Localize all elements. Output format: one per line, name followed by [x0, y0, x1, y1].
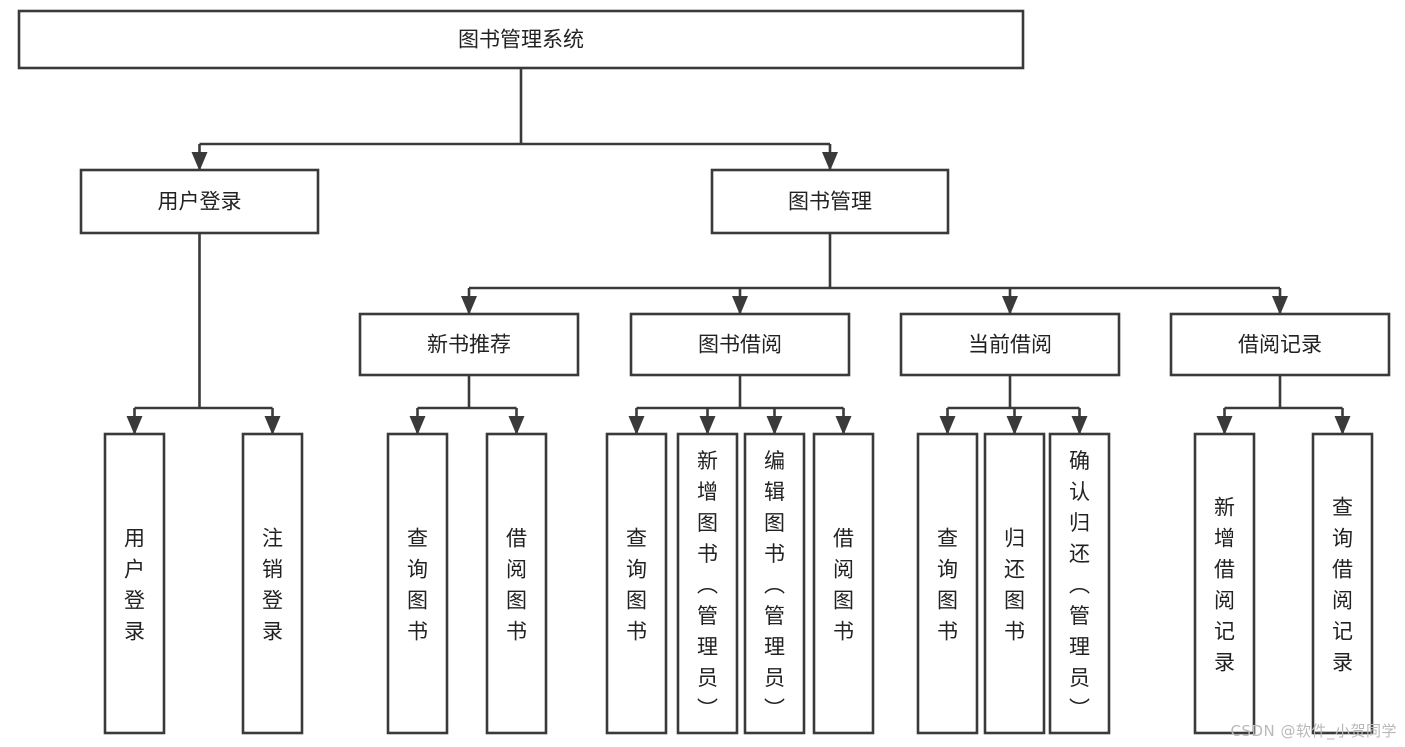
node-box-leaf-logout [241, 432, 304, 735]
arrow-head-icon-book-borrow [732, 296, 748, 315]
node-leaf-query-book-borrow[interactable]: 查询图书 [605, 432, 668, 735]
node-box-leaf-add-record [1193, 432, 1256, 735]
node-leaf-edit-book[interactable]: 编辑图书︵管理员︶ [743, 432, 806, 735]
node-leaf-return-book[interactable]: 归还图书 [983, 432, 1046, 735]
node-box-leaf-borrow-book-rec [485, 432, 548, 735]
node-leaf-logout[interactable]: 注销登录 [241, 432, 304, 735]
arrow-head-icon-leaf-user-login [126, 416, 143, 435]
node-book-borrow[interactable]: 图书借阅 [629, 312, 851, 377]
node-box-leaf-query-book-cur [916, 432, 979, 735]
arrow-head-icon-leaf-return-book [1006, 416, 1023, 435]
node-label-user-login: 用户登录 [158, 190, 242, 214]
node-label-leaf-edit-book: 编辑图书︵管理员︶ [764, 449, 785, 721]
node-box-leaf-add-book [676, 432, 739, 735]
node-label-book-borrow: 图书借阅 [698, 333, 782, 357]
node-leaf-add-book[interactable]: 新增图书︵管理员︶ [676, 432, 739, 735]
arrow-head-icon-current-borrow [1002, 296, 1018, 315]
arrow-head-icon-leaf-add-record [1216, 416, 1233, 435]
node-label-leaf-query-book-borrow: 查询图书 [626, 527, 647, 644]
node-leaf-confirm-return[interactable]: 确认归还︵管理员︶ [1048, 432, 1111, 735]
node-new-book-rec[interactable]: 新书推荐 [358, 312, 580, 377]
node-box-leaf-edit-book [743, 432, 806, 735]
node-box-leaf-confirm-return [1048, 432, 1111, 735]
node-box-root [17, 9, 1025, 70]
node-label-leaf-user-login: 用户登录 [124, 527, 145, 644]
node-label-leaf-return-book: 归还图书 [1004, 527, 1025, 644]
node-box-leaf-query-book-borrow [605, 432, 668, 735]
node-root[interactable]: 图书管理系统 [17, 9, 1025, 70]
node-label-leaf-borrow-book-rec: 借阅图书 [506, 527, 527, 644]
node-leaf-borrow-book[interactable]: 借阅图书 [812, 432, 875, 735]
arrow-head-icon-user-login [191, 152, 208, 171]
arrow-head-icon-book-manage [822, 152, 838, 171]
node-label-root: 图书管理系统 [458, 28, 584, 52]
node-label-leaf-logout: 注销登录 [262, 527, 283, 644]
node-label-book-manage: 图书管理 [788, 190, 872, 214]
node-leaf-query-book-cur[interactable]: 查询图书 [916, 432, 979, 735]
node-box-leaf-return-book [983, 432, 1046, 735]
node-label-leaf-add-book: 新增图书︵管理员︶ [697, 449, 718, 721]
node-label-borrow-record: 借阅记录 [1238, 333, 1322, 357]
node-leaf-query-book-rec[interactable]: 查询图书 [386, 432, 449, 735]
node-label-leaf-query-record: 查询借阅记录 [1332, 496, 1353, 675]
node-box-user-login [79, 168, 320, 235]
arrow-head-icon-leaf-query-book-rec [409, 416, 426, 435]
arrow-head-icon-leaf-query-book-cur [939, 416, 956, 435]
node-borrow-record[interactable]: 借阅记录 [1169, 312, 1391, 377]
node-box-leaf-query-record [1311, 432, 1374, 735]
node-leaf-user-login[interactable]: 用户登录 [103, 432, 166, 735]
node-label-current-borrow: 当前借阅 [968, 333, 1052, 357]
node-box-book-manage [710, 168, 950, 235]
arrow-head-icon-leaf-borrow-book-rec [508, 416, 525, 435]
node-box-current-borrow [899, 312, 1121, 377]
node-label-new-book-rec: 新书推荐 [427, 333, 511, 357]
arrow-head-icon-leaf-query-record [1334, 416, 1351, 435]
arrow-head-icon-leaf-confirm-return [1071, 416, 1088, 435]
node-label-leaf-add-record: 新增借阅记录 [1214, 496, 1235, 675]
node-user-login[interactable]: 用户登录 [79, 168, 320, 235]
node-box-leaf-borrow-book [812, 432, 875, 735]
node-box-new-book-rec [358, 312, 580, 377]
node-book-manage[interactable]: 图书管理 [710, 168, 950, 235]
arrow-head-icon-leaf-borrow-book [835, 416, 852, 435]
arrow-head-icon-leaf-add-book [699, 416, 716, 435]
arrow-head-icon-borrow-record [1272, 296, 1288, 315]
node-label-leaf-query-book-cur: 查询图书 [937, 527, 958, 644]
csdn-watermark: CSDN @软件_小贺同学 [1230, 722, 1397, 740]
arrow-head-icon-leaf-logout [264, 416, 281, 435]
node-box-leaf-query-book-rec [386, 432, 449, 735]
node-box-borrow-record [1169, 312, 1391, 377]
node-leaf-borrow-book-rec[interactable]: 借阅图书 [485, 432, 548, 735]
node-box-book-borrow [629, 312, 851, 377]
node-box-leaf-user-login [103, 432, 166, 735]
node-label-leaf-borrow-book: 借阅图书 [833, 527, 854, 644]
node-leaf-query-record[interactable]: 查询借阅记录 [1311, 432, 1374, 735]
arrow-head-icon-leaf-edit-book [766, 416, 783, 435]
connector-layer [126, 68, 1351, 435]
node-current-borrow[interactable]: 当前借阅 [899, 312, 1121, 377]
node-leaf-add-record[interactable]: 新增借阅记录 [1193, 432, 1256, 735]
node-label-leaf-query-book-rec: 查询图书 [407, 527, 428, 644]
node-layer: 图书管理系统用户登录图书管理新书推荐图书借阅当前借阅借阅记录用户登录注销登录查询… [17, 9, 1391, 735]
arrow-head-icon-leaf-query-book-borrow [628, 416, 645, 435]
node-label-leaf-confirm-return: 确认归还︵管理员︶ [1069, 449, 1090, 721]
arrow-head-icon-new-book-rec [461, 296, 477, 315]
